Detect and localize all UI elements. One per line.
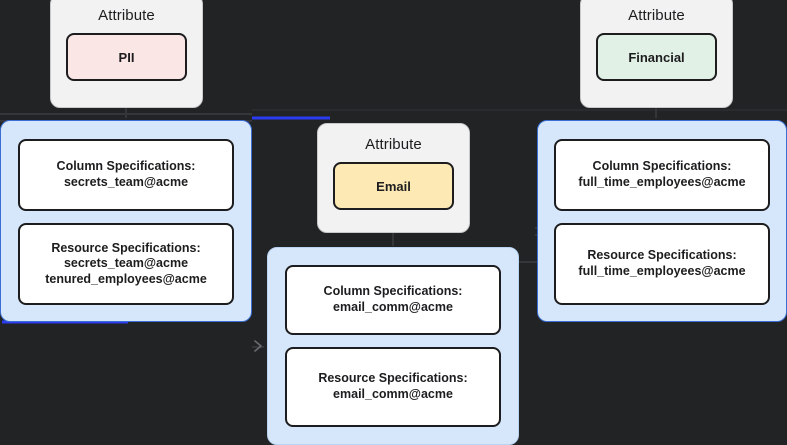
card-heading: Resource Specifications: <box>318 371 468 386</box>
card-heading: Column Specifications: <box>323 284 463 299</box>
attribute-chip-label: PII <box>118 49 135 65</box>
attribute-group-financial[interactable]: Attribute Financial <box>580 0 733 108</box>
card-heading: Column Specifications: <box>56 159 196 174</box>
resource-specifications-card[interactable]: Resource Specifications: full_time_emplo… <box>554 223 770 305</box>
card-item: secrets_team@acme <box>63 175 189 189</box>
attribute-chip-pii[interactable]: PII <box>66 33 187 81</box>
column-specifications-card[interactable]: Column Specifications: secrets_team@acme <box>18 139 234 211</box>
spec-group-secrets-team[interactable]: Column Specifications: secrets_team@acme… <box>0 120 252 322</box>
card-item: full_time_employees@acme <box>578 175 746 189</box>
attribute-group-pii[interactable]: Attribute PII <box>50 0 203 108</box>
attribute-chip-email[interactable]: Email <box>333 162 454 210</box>
spec-group-full-time-employees[interactable]: Column Specifications: full_time_employe… <box>537 120 787 322</box>
arrowhead-icon <box>254 340 262 352</box>
card-heading: Resource Specifications: <box>51 240 201 255</box>
attribute-group-title: Attribute <box>365 136 422 153</box>
card-item: email_comm@acme <box>333 300 453 314</box>
card-item: full_time_employees@acme <box>578 264 746 278</box>
resource-specifications-card[interactable]: Resource Specifications: secrets_team@ac… <box>18 223 234 305</box>
attribute-chip-financial[interactable]: Financial <box>596 33 717 81</box>
card-item: secrets_team@acme <box>63 256 189 271</box>
attribute-group-title: Attribute <box>628 7 685 24</box>
card-heading: Resource Specifications: <box>587 248 737 263</box>
card-item: email_comm@acme <box>333 387 453 401</box>
column-specifications-card[interactable]: Column Specifications: email_comm@acme <box>285 265 501 335</box>
card-heading: Column Specifications: <box>592 159 732 174</box>
attribute-chip-label: Financial <box>628 49 685 65</box>
attribute-group-email[interactable]: Attribute Email <box>317 123 470 233</box>
column-specifications-card[interactable]: Column Specifications: full_time_employe… <box>554 139 770 211</box>
attribute-chip-label: Email <box>376 178 411 194</box>
card-item: tenured_employees@acme <box>45 271 207 286</box>
attribute-group-title: Attribute <box>98 7 155 24</box>
spec-group-email-comm[interactable]: Column Specifications: email_comm@acme R… <box>267 247 519 445</box>
resource-specifications-card[interactable]: Resource Specifications: email_comm@acme <box>285 347 501 427</box>
